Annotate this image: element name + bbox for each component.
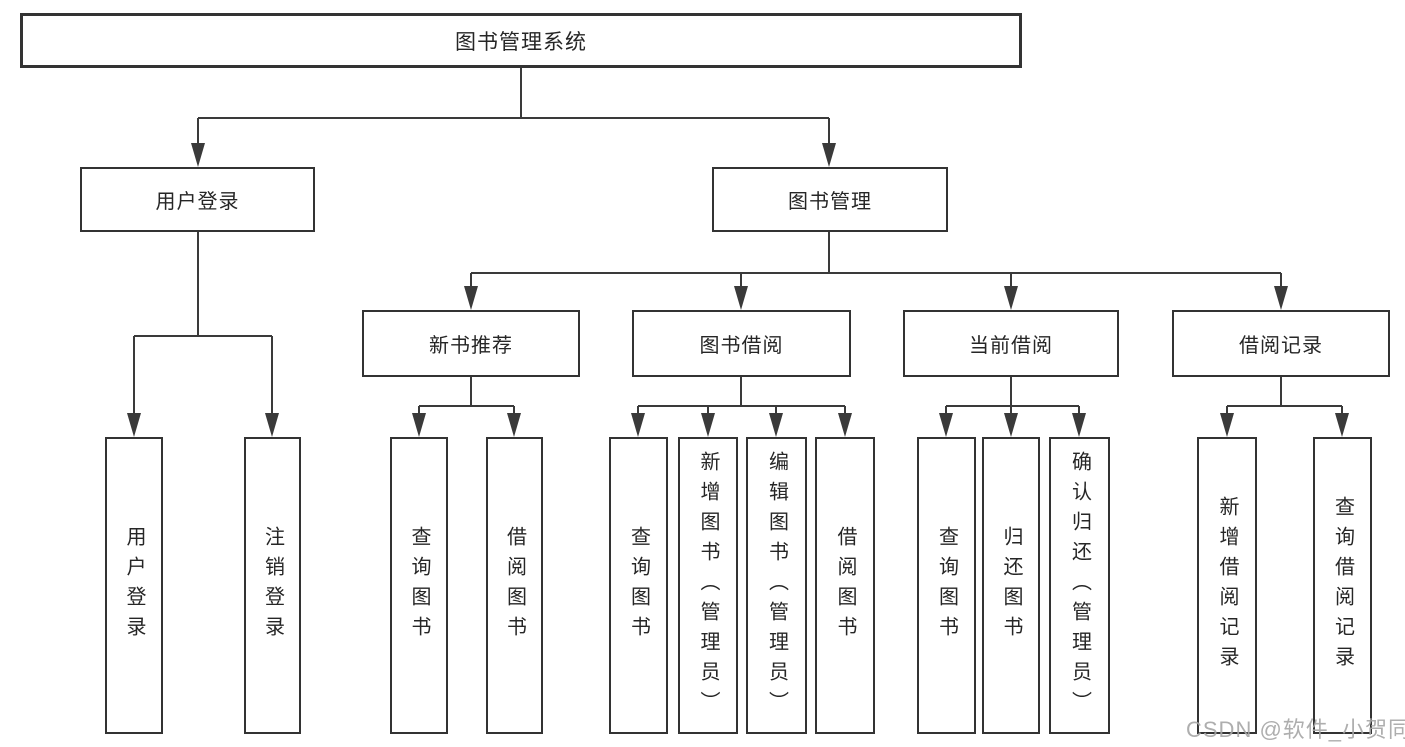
leaf-add-borrow-record: 新增借阅记录 bbox=[1197, 437, 1257, 734]
node-label: 借阅图书 bbox=[834, 525, 856, 646]
csdn-watermark: CSDN @软件_小贺同学 bbox=[1186, 717, 1405, 742]
node-label: 查询图书 bbox=[627, 525, 650, 646]
node-label: 用户登录 bbox=[123, 525, 145, 646]
leaf-query-books-borrow: 查询图书 bbox=[609, 437, 668, 734]
node-label: 借阅记录 bbox=[1239, 335, 1323, 357]
node-label: 图书管理 bbox=[788, 191, 872, 213]
node-label: 当前借阅 bbox=[969, 335, 1053, 357]
node-label: 查询图书 bbox=[935, 525, 958, 646]
node-label: 新增图书（管理员） bbox=[697, 450, 719, 721]
arrowheads bbox=[127, 143, 1349, 437]
node-label: 新增借阅记录 bbox=[1216, 495, 1238, 676]
leaf-borrow-books: 借阅图书 bbox=[815, 437, 875, 734]
node-new-book-recommend: 新书推荐 bbox=[362, 310, 580, 377]
node-current-borrow: 当前借阅 bbox=[903, 310, 1119, 377]
leaf-borrow-books-recommend: 借阅图书 bbox=[486, 437, 543, 734]
node-label: 借阅图书 bbox=[503, 525, 526, 646]
node-label: 用户登录 bbox=[155, 191, 240, 213]
node-label: 归还图书 bbox=[1000, 525, 1022, 646]
leaf-return-book: 归还图书 bbox=[982, 437, 1040, 734]
node-book-management: 图书管理 bbox=[712, 167, 948, 232]
leaf-add-book-admin: 新增图书（管理员） bbox=[678, 437, 738, 734]
leaf-edit-book-admin: 编辑图书（管理员） bbox=[746, 437, 807, 734]
node-label: 注销登录 bbox=[261, 525, 284, 646]
leaf-confirm-return-admin: 确认归还（管理员） bbox=[1049, 437, 1110, 734]
node-label: 编辑图书（管理员） bbox=[765, 450, 788, 721]
node-book-borrow: 图书借阅 bbox=[632, 310, 851, 377]
node-label: 确认归还（管理员） bbox=[1068, 450, 1091, 721]
leaf-query-books-current: 查询图书 bbox=[917, 437, 976, 734]
node-label: 查询图书 bbox=[408, 525, 430, 646]
node-borrow-records: 借阅记录 bbox=[1172, 310, 1390, 377]
node-library-management-system: 图书管理系统 bbox=[20, 13, 1022, 68]
node-label: 查询借阅记录 bbox=[1331, 495, 1354, 676]
node-label: 图书管理系统 bbox=[455, 30, 587, 54]
node-user-login: 用户登录 bbox=[80, 167, 315, 232]
node-label: 图书借阅 bbox=[699, 335, 784, 357]
leaf-user-login: 用户登录 bbox=[105, 437, 163, 734]
leaf-logout: 注销登录 bbox=[244, 437, 301, 734]
node-label: 新书推荐 bbox=[429, 335, 513, 357]
leaf-query-borrow-record: 查询借阅记录 bbox=[1313, 437, 1372, 734]
leaf-query-books-recommend: 查询图书 bbox=[390, 437, 448, 734]
